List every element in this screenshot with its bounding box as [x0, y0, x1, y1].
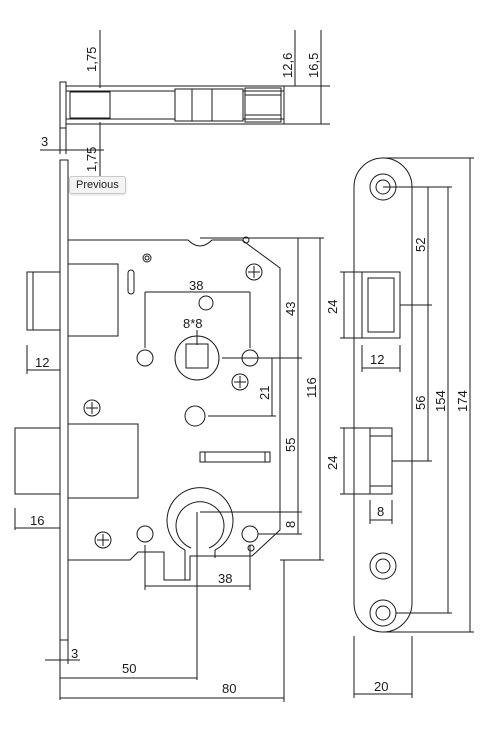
strike-plate-outline [353, 157, 413, 633]
dim-strike-opening1-width: 12 [370, 352, 384, 367]
dim-cylinder-to-top: 55 [283, 438, 298, 452]
strike-plate-dimensions [340, 157, 474, 698]
cylinder-opening [166, 487, 234, 551]
dim-strike-screw-spacing: 154 [433, 390, 448, 412]
screw-icon [94, 531, 112, 549]
dim-cylinder-bottom: 8 [283, 521, 298, 528]
dim-strike-opening2-height: 24 [325, 456, 340, 470]
strike-plate [353, 157, 413, 633]
dim-spindle-size: 8*8 [183, 316, 203, 331]
dim-top-view-right: 16,5 [306, 53, 321, 78]
lock-case [67, 239, 281, 581]
top-view-faceplate [59, 81, 67, 129]
lock-body-dimensions [14, 237, 324, 702]
dim-hole-spacing-top: 38 [189, 278, 203, 293]
dim-strike-to-opening1: 52 [413, 238, 428, 252]
faceplate [59, 159, 69, 641]
screw-icon [83, 399, 101, 417]
dim-latch-width: 16 [30, 513, 44, 528]
dim-body-height: 116 [304, 377, 319, 398]
dim-top-view-top: 1,75 [84, 47, 99, 72]
dim-strike-plate-height: 174 [455, 390, 470, 412]
strike-opening-latch [369, 427, 393, 495]
lock-body [14, 159, 281, 641]
dim-top-view-bottom: 1,75 [84, 147, 99, 172]
screw-icon [245, 263, 263, 281]
deadbolt [26, 271, 61, 331]
dim-spindle-to-cylinder: 21 [257, 386, 272, 400]
top-view [40, 30, 330, 180]
dim-bolt-width: 12 [35, 355, 49, 370]
dim-spindle-to-top: 43 [283, 302, 298, 316]
dim-top-view-mid: 12,6 [280, 53, 295, 78]
dimension-labels: 1,75 1,75 3 12,6 16,5 12 16 38 8*8 43 21… [30, 47, 470, 696]
dim-backset: 50 [122, 661, 136, 676]
dim-cylinder-spacing-bottom: 38 [218, 571, 232, 586]
previous-tooltip: Previous [69, 176, 126, 194]
screw-icon [231, 373, 249, 391]
dim-faceplate-thickness: 3 [71, 646, 78, 661]
dim-strike-plate-width: 20 [374, 679, 388, 694]
latch [14, 427, 61, 495]
dim-strike-opening2-width: 8 [377, 504, 384, 519]
dim-strike-opening1-height: 24 [325, 300, 340, 314]
dim-strike-to-opening2: 56 [413, 396, 428, 410]
screw-icon [369, 552, 397, 580]
dim-body-depth: 80 [222, 681, 236, 696]
dim-top-view-left: 3 [41, 134, 48, 149]
